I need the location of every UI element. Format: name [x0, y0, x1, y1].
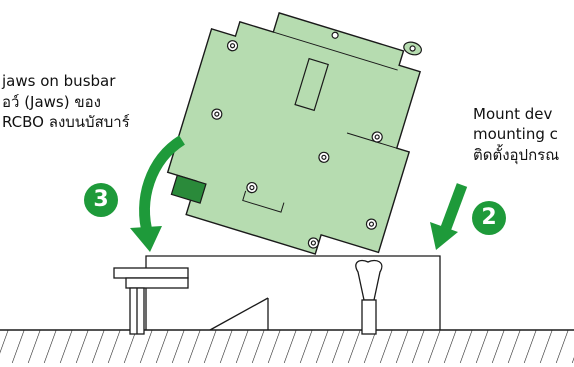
mounting-rail — [146, 256, 440, 330]
rail-clip — [356, 260, 382, 334]
right-instruction-line-1: Mount dev — [473, 105, 552, 124]
left-instruction-line-2: อว์ (Jaws) ของ — [2, 93, 101, 112]
left-instruction-line-3: RCBO ลงบนบัสบาร์ — [2, 113, 130, 132]
step-3-badge: 3 — [84, 183, 118, 217]
right-instruction-line-2: mounting c — [473, 125, 558, 144]
ground-surface — [0, 330, 574, 363]
left-instruction-line-1: jaws on busbar — [2, 72, 115, 91]
step-2-badge: 2 — [472, 201, 506, 235]
arrow-step-2 — [430, 185, 462, 250]
rcbo-device — [157, 0, 440, 272]
right-instruction-line-3: ติดตั้งอุปกรณ — [473, 146, 559, 165]
busbar-clamp — [114, 268, 188, 334]
